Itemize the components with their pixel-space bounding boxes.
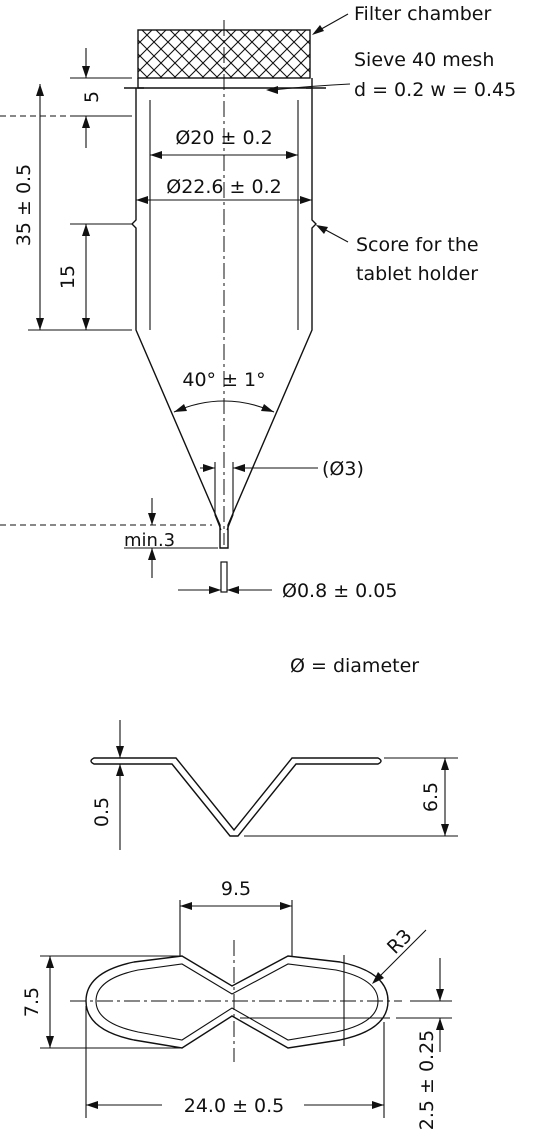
holder-top-view <box>70 940 402 1062</box>
tube-inner-wall <box>149 100 299 330</box>
tip-dia-label: Ø0.8 ± 0.05 <box>282 580 397 602</box>
dim-35-label: 35 ± 0.5 <box>13 164 35 246</box>
sieve-callout: Sieve 40 mesh d = 0.2 w = 0.45 <box>266 49 516 101</box>
width-9-5-label: 9.5 <box>221 878 251 900</box>
tip-bore <box>214 462 234 531</box>
holder-top-outline <box>85 955 389 1049</box>
width-9-5-group: 9.5 <box>179 878 293 956</box>
filter-chamber-callout: Filter chamber <box>312 3 491 35</box>
holder-side-profile <box>90 757 382 837</box>
bore-3-group: (Ø3) <box>200 458 364 480</box>
thickness-label: 0.5 <box>91 797 113 827</box>
score-label-1: Score for the <box>356 234 479 256</box>
dia-22-6-label: Ø22.6 ± 0.2 <box>166 176 281 198</box>
height-6-5-group: 6.5 <box>244 757 458 837</box>
filter-tube <box>0 20 326 593</box>
score-label-2: tablet holder <box>356 263 478 285</box>
dim-15-label: 15 <box>57 265 79 289</box>
sieve-label-2: d = 0.2 w = 0.45 <box>354 79 516 101</box>
radius-label: R3 <box>383 925 416 958</box>
sieve-label-1: Sieve 40 mesh <box>354 49 494 71</box>
bore-3-label: (Ø3) <box>322 458 364 480</box>
holder-center-mark <box>240 955 390 1046</box>
offset-2-5-group: 2.5 ± 0.25 <box>396 958 452 1130</box>
height-7-5-group: 7.5 <box>21 955 180 1049</box>
height-7-5-label: 7.5 <box>21 987 43 1017</box>
thickness-group: 0.5 <box>91 720 124 850</box>
min-3-label: min.3 <box>124 530 175 551</box>
holder-side-view <box>90 757 382 837</box>
length-24-group: 24.0 ± 0.5 <box>85 1006 385 1118</box>
filter-chamber-label: Filter chamber <box>354 3 491 25</box>
diameter-legend: Ø = diameter <box>290 655 419 677</box>
dim-5-label: 5 <box>81 91 103 103</box>
dim-35-group: 35 ± 0.5 <box>13 84 132 331</box>
dia-20-label: Ø20 ± 0.2 <box>175 127 272 149</box>
tube-outer-left <box>131 88 317 549</box>
angle-40-group: 40° ± 1° <box>173 369 275 413</box>
holder-top-inner <box>95 963 379 1041</box>
offset-2-5-label: 2.5 ± 0.25 <box>416 1030 438 1131</box>
tip-pin <box>220 561 228 593</box>
angle-40-label: 40° ± 1° <box>182 369 265 391</box>
height-6-5-label: 6.5 <box>420 782 442 812</box>
length-24-label: 24.0 ± 0.5 <box>184 1095 285 1117</box>
tube-step <box>137 78 313 89</box>
radius-group: R3 <box>372 925 427 984</box>
dim-15-group: 15 <box>57 223 132 330</box>
min-3-group: min.3 <box>124 498 218 578</box>
dim-5-group: 5 <box>70 48 132 148</box>
dia-22-6-group: Ø22.6 ± 0.2 <box>136 176 312 204</box>
tip-dia-group: Ø0.8 ± 0.05 <box>178 580 397 602</box>
score-callout: Score for the tablet holder <box>316 225 479 285</box>
dia-20-group: Ø20 ± 0.2 <box>150 127 298 159</box>
